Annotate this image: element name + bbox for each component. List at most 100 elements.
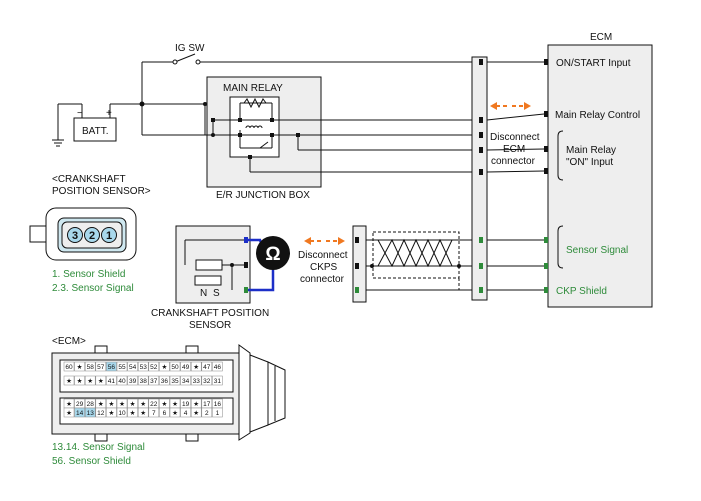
crankshaft-header-1: <CRANKSHAFT [52, 174, 126, 185]
plus-terminal: + [106, 108, 112, 119]
ecm-pin-cell [159, 361, 170, 372]
relay-terminal [238, 133, 242, 137]
ecm-pin-number: ★ [172, 409, 178, 417]
ckps-disconnect-arrows [304, 237, 345, 245]
ecm-pin-cell [137, 375, 149, 386]
ecm-pin-cell [95, 361, 107, 372]
ecm-pin-number: ★ [77, 377, 83, 385]
ecm-pin-cell [212, 375, 223, 386]
ecm-pin-ckp-shield: CKP Shield [556, 286, 607, 297]
ecm-pin-number: ★ [98, 377, 104, 385]
ecm-pin-number: ★ [66, 377, 72, 385]
ecm-pin-number: ★ [172, 400, 178, 408]
ecm-pin-sensor-signal: Sensor Signal [566, 245, 628, 256]
main-relay-internals [212, 97, 472, 173]
ecm-pin-number: 13 [87, 410, 95, 417]
ecm-pin-main-relay-on-1: Main Relay [566, 145, 616, 156]
minus-terminal: − [77, 108, 83, 119]
ecm-pin-cell [127, 375, 138, 386]
ecm-pin-cell [106, 375, 117, 386]
ecm-pin-number: ★ [119, 400, 125, 408]
ckp-sensor-label-2: SENSOR [189, 320, 231, 331]
ecm-pin-cell [106, 361, 117, 372]
ecm-pin-cell [84, 407, 96, 418]
ecm-pin-cell [201, 375, 213, 386]
ecm-pin-cell [212, 407, 223, 418]
ecm-pin-number: 50 [171, 364, 179, 371]
junction-dot [370, 264, 374, 268]
ecm-pin-number: ★ [66, 409, 72, 417]
junction-dot [139, 101, 145, 107]
ecm-pin-cell [137, 361, 149, 372]
ckp-pin-1 [101, 227, 117, 243]
ecm-pin-number: ★ [130, 409, 136, 417]
shield-outline [372, 231, 460, 279]
ohm-symbol: Ω [265, 244, 280, 265]
ecm-pin-number: 52 [150, 364, 158, 371]
ecm-pin-number: ★ [161, 363, 167, 371]
ckp-pin-number: 3 [72, 230, 78, 242]
ecm-pin-number: 19 [182, 401, 190, 408]
ecm-pin-number: 41 [108, 378, 116, 385]
ecm-pin-number: 56 [108, 364, 116, 371]
ecm-connector-strip [471, 56, 488, 301]
ecm-pin-number: 49 [182, 364, 190, 371]
ecm-pin-cell [63, 407, 75, 418]
battery-icon [73, 117, 117, 142]
ckp-pin-number: 1 [106, 230, 112, 242]
ecm-title: ECM [590, 32, 612, 43]
ecm-pin-cell [190, 407, 202, 418]
ecm-pin-cell [95, 407, 107, 418]
battery-label: BATT. [82, 126, 108, 137]
ecm-strip-pins [479, 59, 483, 293]
ecm-pin-cell [169, 407, 181, 418]
ecm-pin-cell [148, 375, 160, 386]
relay-terminal [248, 155, 252, 159]
ecm-pin-number: 14 [76, 410, 84, 417]
ecm-pin-cell [190, 361, 202, 372]
ecm-pin-number: 34 [182, 378, 190, 385]
ecm-pin-cell [84, 375, 96, 386]
ckp-legend-2: 2.3. Sensor Signal [52, 283, 134, 294]
ecm-pin-cell [148, 361, 160, 372]
ecm-pin-number: 38 [140, 378, 148, 385]
ecm-pin-number: 29 [76, 401, 84, 408]
ecm-pin-number: 40 [118, 378, 126, 385]
ecm-pin-number: ★ [193, 409, 199, 417]
relay-terminal [211, 118, 215, 122]
disconnect-ecm-line2: ECM [503, 144, 525, 155]
ecm-pin-number: 54 [129, 364, 137, 371]
ecm-pin-number: 28 [87, 401, 95, 408]
er-junction-box-label: E/R JUNCTION BOX [216, 190, 310, 201]
ecm-pin-cell [201, 361, 213, 372]
ecm-pin-number: 6 [163, 410, 167, 417]
ecm-pin-number: 10 [118, 410, 126, 417]
crankshaft-header-2: POSITION SENSOR> [52, 186, 151, 197]
ecm-pin-cell [127, 407, 138, 418]
ecm-pin-number: 39 [129, 378, 137, 385]
relay-terminal [270, 133, 274, 137]
ecm-pin-number: ★ [108, 400, 114, 408]
sensor-pin [244, 262, 248, 268]
signal-wires [231, 61, 545, 291]
ecm-pin-number: 16 [214, 401, 222, 408]
ecm-pin-cell [63, 375, 75, 386]
ckp-pin-number: 2 [89, 230, 95, 242]
ecm-pin-cell [74, 361, 85, 372]
ecm-pin-on-start: ON/START Input [556, 58, 631, 69]
ecm-pin-number: 1 [216, 410, 220, 417]
ecm-pin-number: ★ [77, 363, 83, 371]
ecm-legend-2: 56. Sensor Shield [52, 456, 131, 467]
ecm-pin-cell [116, 407, 128, 418]
battery-circuit [52, 53, 472, 147]
ecm-pin-number: 47 [203, 364, 211, 371]
sensor-n-label: N [200, 288, 207, 299]
disconnect-ckps-line2: CKPS [310, 262, 338, 273]
junction-dot [296, 133, 300, 137]
sensor-s-label: S [213, 288, 220, 299]
ecm-pin-cell [212, 361, 223, 372]
ecm-pin-number: 53 [140, 364, 148, 371]
ig-sw-label: IG SW [175, 43, 205, 54]
